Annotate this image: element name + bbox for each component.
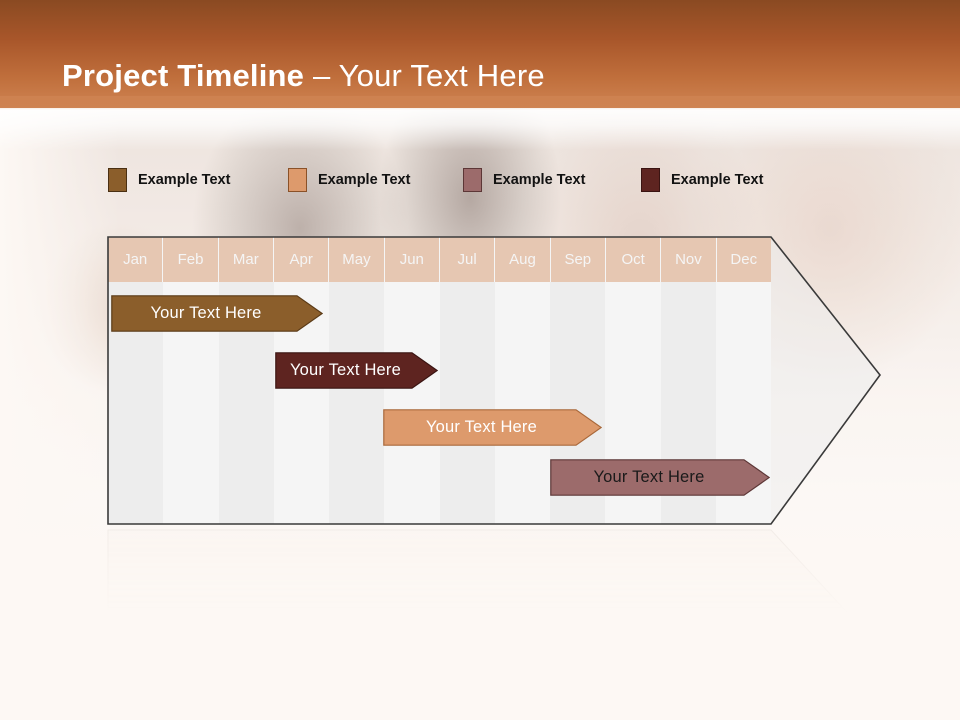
background-fade-top <box>0 104 960 150</box>
timeline-bar-1[interactable]: Your Text Here <box>111 295 323 332</box>
legend: Example Text Example Text Example Text Exam… <box>108 168 828 196</box>
legend-label: Example Text <box>138 172 231 188</box>
header-glow <box>0 96 960 110</box>
page-title-light: – Your Text Here <box>312 58 545 93</box>
bar-shape-icon <box>275 352 438 389</box>
bar-label: Your Text Here <box>425 418 538 436</box>
bar-arrow-shape <box>550 459 770 496</box>
timeline-bar-3[interactable]: Your Text Here <box>383 409 602 446</box>
timeline-arrow-outline <box>107 236 882 525</box>
bar-label: Your Text Here <box>593 468 705 486</box>
legend-item-1: Example Text <box>108 168 230 192</box>
page-title-bold: Project Timeline <box>62 58 305 93</box>
legend-swatch-icon <box>463 168 482 192</box>
legend-swatch-icon <box>108 168 127 192</box>
legend-item-3: Example Text <box>463 168 585 192</box>
legend-item-2: Example Text <box>288 168 410 192</box>
timeline-reflection <box>107 529 881 648</box>
bar-arrow-shape <box>383 409 602 446</box>
page-title: Project Timeline – Your Text Here <box>62 58 545 94</box>
timeline-bar-2[interactable]: Your Text Here <box>275 352 438 389</box>
bar-shape-icon <box>383 409 602 446</box>
slide-header <box>0 0 960 108</box>
legend-swatch-icon <box>288 168 307 192</box>
bar-shape-icon <box>550 459 770 496</box>
background-fade-left <box>0 108 120 540</box>
legend-item-4: Example Text <box>641 168 763 192</box>
bar-arrow-shape <box>275 352 438 389</box>
legend-label: Example Text <box>318 172 411 188</box>
legend-swatch-icon <box>641 168 660 192</box>
legend-label: Example Text <box>493 172 586 188</box>
bar-label: Your Text Here <box>289 361 402 379</box>
bar-label: Your Text Here <box>150 304 262 322</box>
timeline-bar-4[interactable]: Your Text Here <box>550 459 770 496</box>
legend-label: Example Text <box>671 172 764 188</box>
bar-arrow-shape <box>111 295 323 332</box>
bar-shape-icon <box>111 295 323 332</box>
